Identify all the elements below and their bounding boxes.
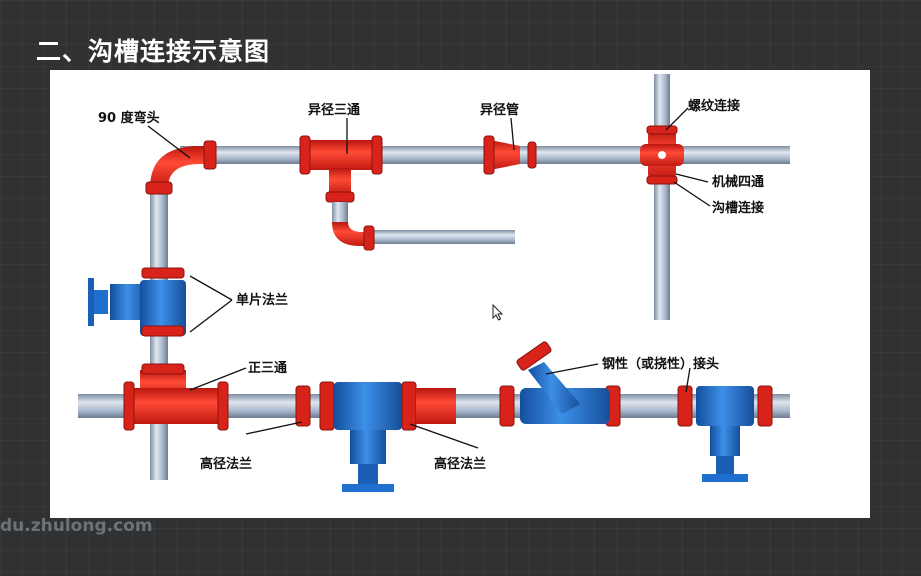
- label-single-flange: 单片法兰: [236, 292, 288, 308]
- label-mechanical-cross: 机械四通: [712, 174, 764, 190]
- label-high-neck-flange-left: 高径法兰: [200, 456, 252, 472]
- reducing-tee-fitting: [299, 135, 383, 251]
- label-threaded-connection: 螺纹连接: [688, 98, 740, 114]
- watermark: du.zhulong.com: [0, 516, 153, 536]
- slide-title: 二、沟槽连接示意图: [36, 37, 271, 66]
- mechanical-cross-fitting: [640, 125, 684, 185]
- y-strainer: [516, 341, 610, 424]
- label-high-neck-flange-right: 高径法兰: [434, 456, 486, 472]
- equal-tee-fitting: [123, 363, 229, 431]
- leader-lines: [147, 107, 711, 449]
- label-reducer: 异径管: [480, 102, 519, 118]
- label-reducing-tee: 异径三通: [308, 102, 360, 118]
- mouse-pointer-icon: [492, 304, 504, 321]
- groove-connection-diagram: 90 度弯头 异径三通 异径管 螺纹连接 机械四通 沟槽连接 单片法兰 正三通 …: [50, 70, 870, 518]
- label-groove-connection: 沟槽连接: [712, 200, 764, 216]
- elbow-90-fitting: [145, 140, 217, 195]
- lower-couplings: [295, 385, 773, 427]
- label-elbow-90: 90 度弯头: [98, 110, 160, 126]
- vertical-gate-valve: [88, 267, 186, 337]
- label-rigid-flexible-joint: 钢性（或挠性）接头: [602, 356, 719, 372]
- upper-pipe-run: [150, 74, 790, 480]
- right-flanged-valve: [696, 386, 754, 482]
- reducer-fitting: [483, 135, 537, 175]
- label-equal-tee: 正三通: [248, 360, 287, 376]
- lower-flanged-valve: [319, 381, 456, 492]
- diagram-canvas: 90 度弯头 异径三通 异径管 螺纹连接 机械四通 沟槽连接 单片法兰 正三通 …: [78, 74, 790, 492]
